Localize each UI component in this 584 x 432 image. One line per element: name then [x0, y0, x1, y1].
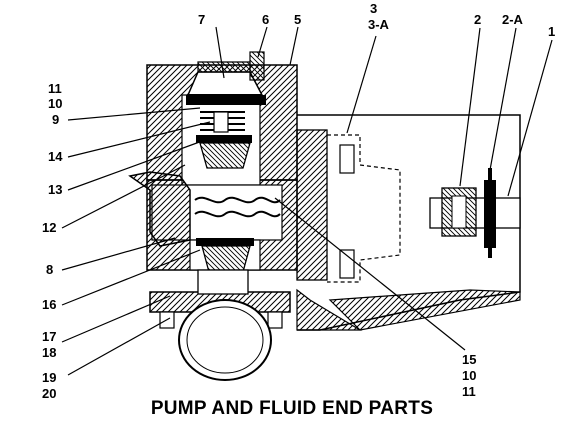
callout-14: 14 — [48, 149, 63, 164]
upper-valve-spring — [200, 111, 245, 133]
callout-1: 1 — [548, 24, 555, 39]
callouts: 7 6 5 3 3-A 2 2-A 1 11 10 9 14 13 12 8 1… — [42, 1, 555, 401]
callout-7: 7 — [198, 12, 205, 27]
callout-10-lower: 10 — [462, 368, 476, 383]
callout-20: 20 — [42, 386, 56, 401]
callout-3a: 3-A — [368, 17, 390, 32]
callout-9: 9 — [52, 112, 59, 127]
callout-17: 17 — [42, 329, 56, 344]
callout-19: 19 — [42, 370, 56, 385]
callout-13: 13 — [48, 182, 62, 197]
callout-2a: 2-A — [502, 12, 524, 27]
callout-18: 18 — [42, 345, 56, 360]
callout-6: 6 — [262, 12, 269, 27]
plunger — [128, 171, 191, 247]
callout-11-upper: 11 — [48, 81, 62, 96]
callout-11-lower: 11 — [462, 384, 476, 399]
valve-cover-cap — [186, 51, 266, 105]
callout-16: 16 — [42, 297, 56, 312]
callout-5: 5 — [294, 12, 301, 27]
callout-15: 15 — [462, 352, 476, 367]
leader-lines — [61, 26, 553, 376]
callout-8: 8 — [46, 262, 53, 277]
inlet-pipe — [178, 269, 272, 381]
callout-2: 2 — [474, 12, 481, 27]
upper-valve — [196, 135, 252, 169]
lower-valve-spring — [194, 196, 281, 218]
frame-housing — [296, 114, 521, 331]
diagram-title: PUMP AND FLUID END PARTS — [150, 398, 434, 419]
piston-rod — [429, 168, 521, 258]
callout-10-upper: 10 — [48, 96, 62, 111]
callout-3: 3 — [370, 1, 377, 16]
callout-12: 12 — [42, 220, 56, 235]
